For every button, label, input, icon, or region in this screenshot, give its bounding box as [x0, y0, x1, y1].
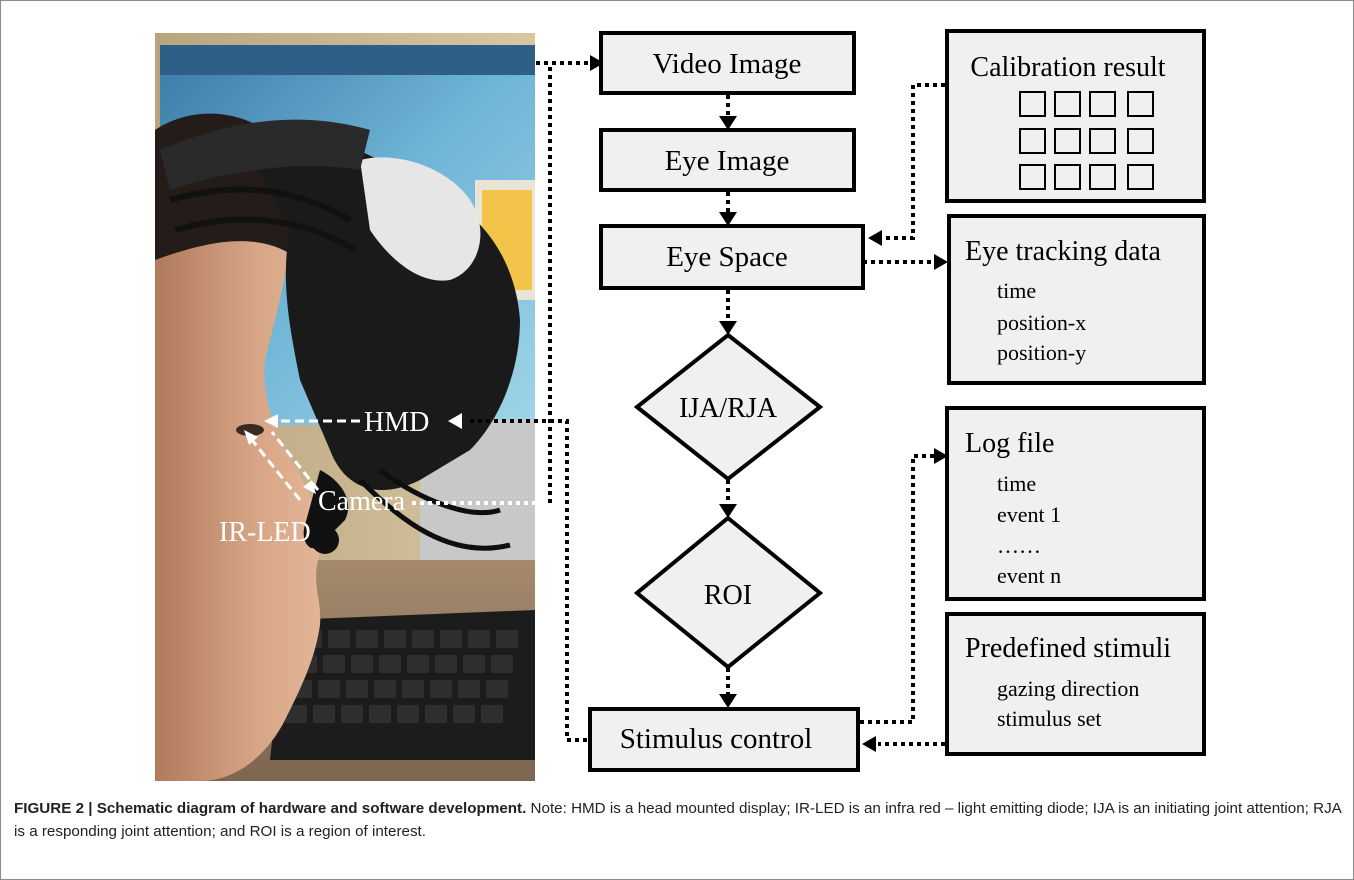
- eye-tracking-data-panel: Eye tracking data time position-x positi…: [947, 214, 1206, 385]
- calibration-grid: [1019, 91, 1154, 190]
- eye-space-box: Eye Space: [599, 224, 865, 290]
- eye-tracking-item: position-x: [997, 310, 1086, 335]
- video-image-box: Video Image: [599, 31, 856, 95]
- predefined-item: gazing direction: [997, 676, 1139, 701]
- stimulus-control-box: Stimulus control: [588, 707, 860, 772]
- eye-tracking-item: position-y: [997, 340, 1086, 365]
- camera-label: Camera: [318, 486, 406, 517]
- svg-text:Stimulus control: Stimulus control: [620, 723, 813, 755]
- svg-text:Predefined stimuli: Predefined stimuli: [965, 633, 1171, 664]
- svg-text:Calibration result: Calibration result: [970, 52, 1165, 83]
- svg-text:ROI: ROI: [704, 580, 752, 611]
- log-file-item: ……: [997, 533, 1041, 558]
- predefined-stimuli-panel: Predefined stimuli gazing direction stim…: [945, 612, 1206, 756]
- figure-caption: FIGURE 2 | Schematic diagram of hardware…: [14, 797, 1344, 843]
- eye-tracking-item: time: [997, 278, 1036, 303]
- svg-text:Video Image: Video Image: [653, 48, 802, 80]
- log-file-item: time: [997, 471, 1036, 496]
- log-file-panel: Log file time event 1 …… event n: [945, 406, 1206, 601]
- svg-text:Eye Image: Eye Image: [665, 145, 790, 177]
- log-file-item: event 1: [997, 502, 1061, 527]
- connector-lines: [470, 61, 945, 746]
- svg-text:Log file: Log file: [965, 428, 1054, 459]
- hmd-label: HMD: [364, 407, 429, 438]
- ir-led-label: IR-LED: [219, 517, 311, 548]
- log-file-item: event n: [997, 563, 1061, 588]
- ija-rja-decision: IJA/RJA: [633, 332, 824, 482]
- photo-head-mounted-display: [155, 33, 535, 781]
- svg-text:Eye Space: Eye Space: [666, 241, 788, 273]
- photo-annotations: [244, 414, 550, 505]
- roi-decision: ROI: [633, 515, 824, 670]
- predefined-item: stimulus set: [997, 706, 1102, 731]
- caption-label: FIGURE 2 | Schematic diagram of hardware…: [14, 800, 527, 817]
- caption-text: Note: HMD is a head mounted display; IR-…: [14, 800, 1341, 840]
- svg-text:Eye tracking data: Eye tracking data: [965, 236, 1161, 267]
- calibration-result-panel: Calibration result: [945, 29, 1206, 203]
- arrowheads: [448, 55, 948, 752]
- eye-image-box: Eye Image: [599, 128, 856, 192]
- svg-text:IJA/RJA: IJA/RJA: [679, 393, 778, 424]
